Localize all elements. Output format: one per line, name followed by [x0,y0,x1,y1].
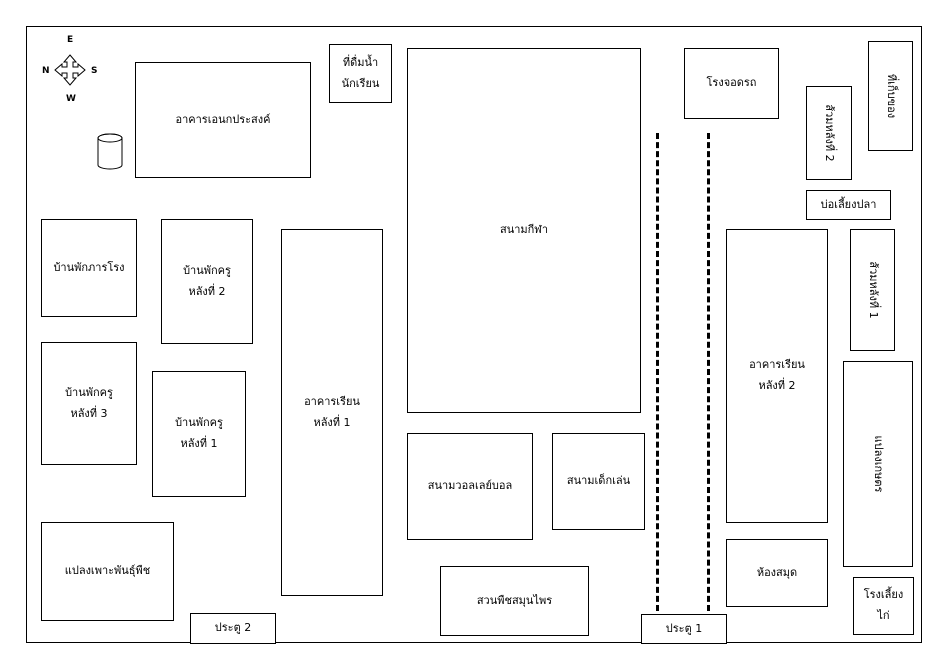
teacher-house-1: บ้านพักครู หลังที่ 1 [152,371,246,497]
volleyball-court-label: สนามวอลเลย์บอล [427,479,513,493]
chicken-coop: โรงเลี้ยง ไก่ [853,577,914,635]
restroom-1-label: ส้วมหลังที่ 1 [866,261,880,319]
sports-field-label: สนามกีฬา [499,223,549,237]
agriculture-plot: แปลงเกษตร [843,361,913,567]
restroom-1: ส้วมหลังที่ 1 [850,229,895,351]
teacher-house-3-label-line1: บ้านพักครู [65,385,113,399]
teacher-house-2-label-line1: บ้านพักครู [183,263,231,277]
road-line-right [707,133,710,611]
drinking-water-label-line2: นักเรียน [341,76,380,90]
restroom-2-label: ส้วมหลังที่ 2 [822,104,836,162]
teacher-house-3: บ้านพักครู หลังที่ 3 [41,342,137,465]
janitor-house: บ้านพักภารโรง [41,219,137,317]
agriculture-plot-label: แปลงเกษตร [871,435,885,493]
herb-garden: สวนพืชสมุนไพร [440,566,589,636]
classroom-building-1-label-line2: หลังที่ 1 [313,415,351,429]
compass: E N S W [40,34,100,104]
restroom-2: ส้วมหลังที่ 2 [806,86,852,180]
herb-garden-label: สวนพืชสมุนไพร [476,593,553,607]
multipurpose-building-label: อาคารเอนกประสงค์ [175,112,271,126]
teacher-house-3-label-line2: หลังที่ 3 [70,406,108,420]
school-map-border [26,26,922,643]
compass-east: E [67,35,74,45]
parking-shed: โรงจอดรถ [684,48,779,119]
chicken-coop-label-line2: ไก่ [877,609,890,622]
volleyball-court: สนามวอลเลย์บอล [407,433,533,540]
compass-south: S [91,66,98,76]
drinking-water-station: ที่ดื่มน้ำ นักเรียน [329,44,392,103]
library-label: ห้องสมุด [756,565,798,579]
gate-1-label: ประตู 1 [665,621,703,635]
janitor-house-label: บ้านพักภารโรง [53,260,125,274]
multipurpose-building: อาคารเอนกประสงค์ [135,62,311,178]
classroom-building-2: อาคารเรียน หลังที่ 2 [726,229,828,523]
compass-west: W [66,94,76,104]
classroom-building-1: อาคารเรียน หลังที่ 1 [281,229,383,596]
fish-pond-label: บ่อเลี้ยงปลา [820,197,877,211]
playground-label: สนามเด็กเล่น [566,474,631,488]
gate-2-label: ประตู 2 [214,621,252,635]
playground: สนามเด็กเล่น [552,433,645,530]
road-line-left [656,133,659,611]
library: ห้องสมุด [726,539,828,607]
storage-room: ที่เก็บของ [868,41,913,151]
classroom-building-2-label-line1: อาคารเรียน [749,358,805,372]
drinking-water-label-line1: ที่ดื่มน้ำ [342,55,379,69]
storage-room-label: ที่เก็บของ [884,73,898,119]
classroom-building-2-label-line2: หลังที่ 2 [758,379,796,392]
water-tank-icon [97,133,123,170]
sports-field: สนามกีฬา [407,48,641,413]
classroom-building-1-label-line1: อาคารเรียน [304,394,360,408]
teacher-house-2-label-line2: หลังที่ 2 [188,284,226,298]
compass-north: N [42,66,50,76]
teacher-house-2: บ้านพักครู หลังที่ 2 [161,219,253,344]
gate-1: ประตู 1 [641,614,727,644]
seedling-plot: แปลงเพาะพันธุ์พืช [41,522,174,621]
seedling-plot-label: แปลงเพาะพันธุ์พืช [64,564,151,578]
parking-shed-label: โรงจอดรถ [706,76,757,90]
gate-2: ประตู 2 [190,613,276,644]
chicken-coop-label-line1: โรงเลี้ยง [863,588,904,602]
compass-arrows-icon [54,54,86,86]
fish-pond: บ่อเลี้ยงปลา [806,190,891,220]
teacher-house-1-label-line1: บ้านพักครู [175,416,223,430]
teacher-house-1-label-line2: หลังที่ 1 [180,437,218,450]
